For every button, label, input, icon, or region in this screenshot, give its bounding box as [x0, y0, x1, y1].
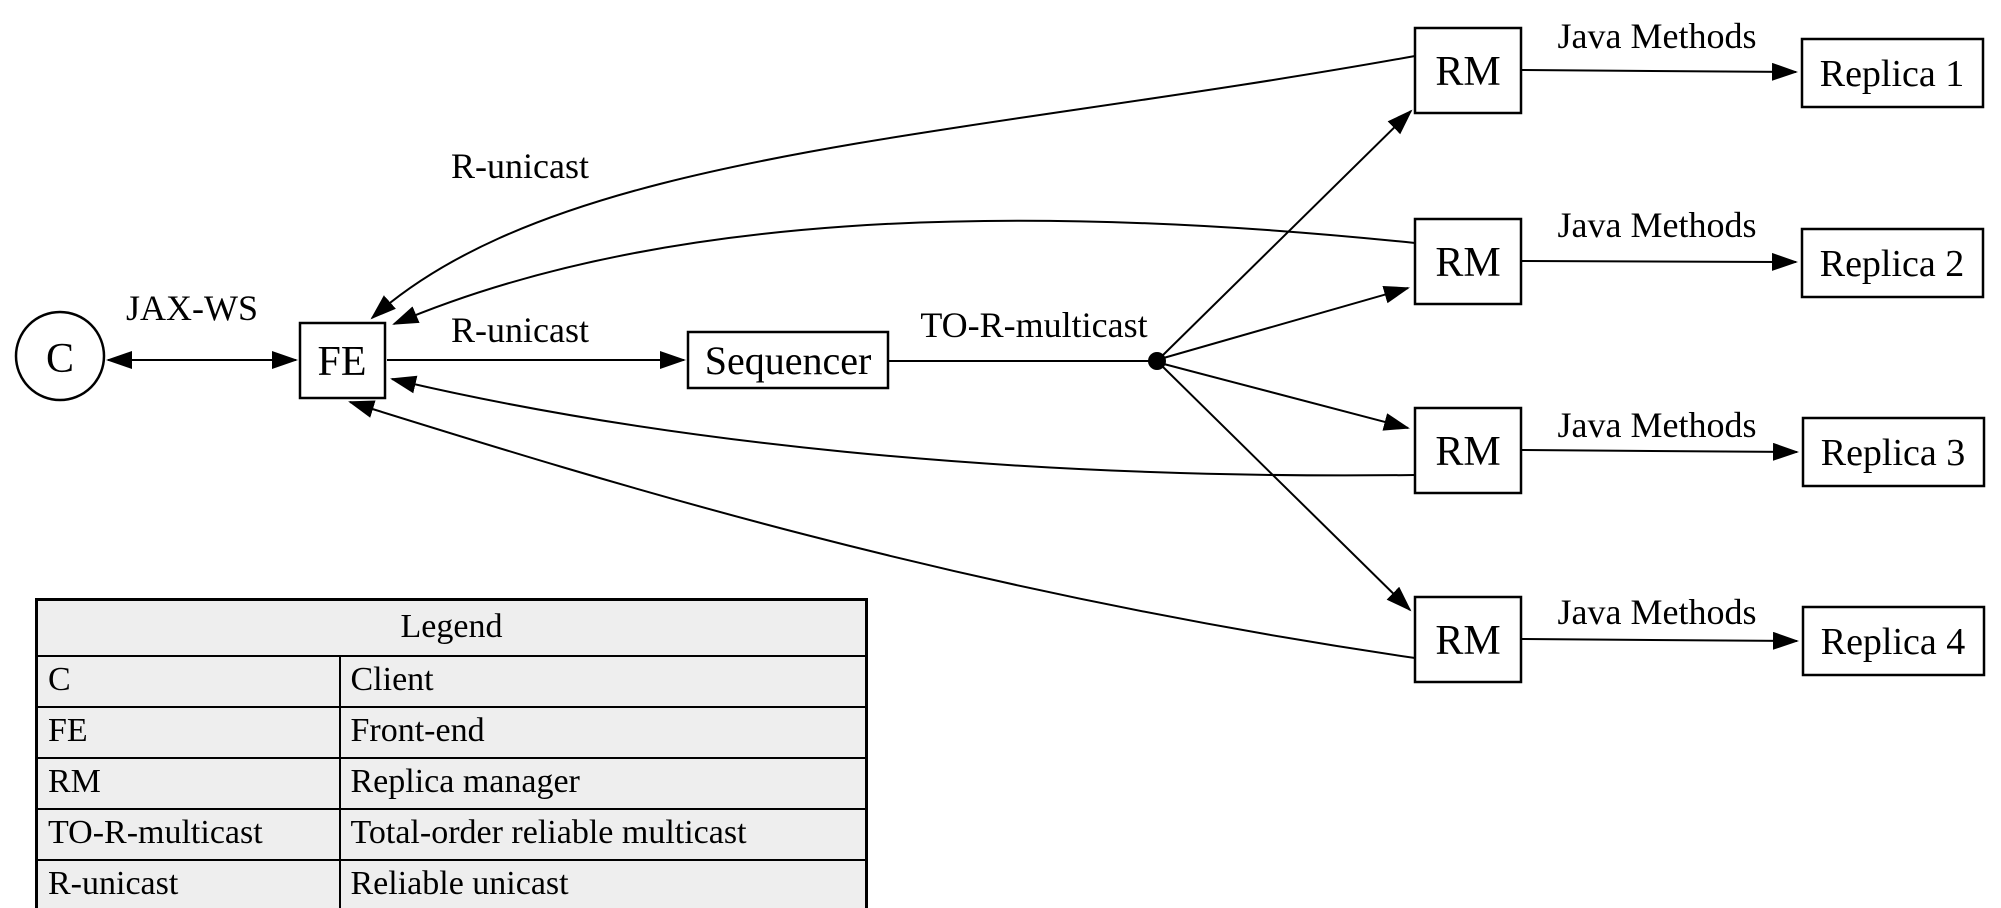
jax-ws-label: JAX-WS	[126, 288, 258, 328]
legend-term: FE	[35, 706, 341, 759]
legend-row-replica-manager: RM Replica manager	[35, 757, 868, 810]
rm3-node	[1413, 406, 1523, 495]
replica1-label: Replica 1	[1820, 53, 1965, 95]
edge-rm3-replica3	[1520, 442, 1799, 461]
legend-term: R-unicast	[35, 859, 341, 908]
r-unicast-fe-seq-label: R-unicast	[451, 310, 589, 350]
replica2-label: Replica 2	[1820, 243, 1965, 285]
rm1-node	[1413, 26, 1523, 115]
legend-term: TO-R-multicast	[35, 808, 341, 861]
client-label: C	[46, 336, 74, 382]
legend-description: Total-order reliable multicast	[338, 808, 868, 861]
legend-term: C	[35, 655, 341, 708]
edge-rm4-replica4	[1520, 631, 1799, 650]
legend-title: Legend	[35, 598, 868, 657]
legend-description: Front-end	[338, 706, 868, 759]
replica4-label: Replica 4	[1821, 621, 1966, 663]
replica2-node	[1800, 227, 1985, 299]
edge-rm1-fe-return	[370, 55, 1416, 320]
java-methods-label-1: Java Methods	[1558, 16, 1757, 56]
legend-row-client: C Client	[35, 655, 868, 708]
java-methods-label-3: Java Methods	[1558, 405, 1757, 445]
legend-table: Legend C Client FE Front-end RM Replica …	[35, 598, 869, 908]
edge-junction-rm1	[1159, 109, 1413, 359]
sequencer-label: Sequencer	[705, 338, 872, 383]
replica3-label: Replica 3	[1821, 432, 1966, 474]
multicast-junction-dot	[1148, 352, 1166, 370]
front-end-label: FE	[317, 339, 366, 385]
legend-term: RM	[35, 757, 341, 810]
legend-description: Reliable unicast	[338, 859, 868, 908]
rm4-node	[1413, 595, 1523, 684]
r-unicast-return-label: R-unicast	[451, 146, 589, 186]
client-node	[14, 310, 106, 402]
java-methods-label-4: Java Methods	[1558, 592, 1757, 632]
to-r-multicast-label: TO-R-multicast	[920, 305, 1147, 345]
rm1-label: RM	[1435, 49, 1500, 95]
legend-row-r-unicast: R-unicast Reliable unicast	[35, 859, 868, 908]
edge-rm1-replica1	[1520, 62, 1798, 81]
legend-description: Replica manager	[338, 757, 868, 810]
edge-rm4-fe-return	[348, 400, 1416, 659]
rm4-label: RM	[1435, 618, 1500, 664]
edge-junction-rm2	[1159, 285, 1410, 360]
legend-description: Client	[338, 655, 868, 708]
legend-row-front-end: FE Front-end	[35, 706, 868, 759]
rm3-label: RM	[1435, 429, 1500, 475]
edge-rm2-fe-return	[392, 219, 1416, 325]
java-methods-label-2: Java Methods	[1558, 205, 1757, 245]
rm2-node	[1413, 217, 1523, 306]
replica4-node	[1801, 605, 1986, 677]
edge-rm3-fe-return	[390, 375, 1416, 477]
edge-junction-rm4	[1159, 363, 1412, 612]
replica3-node	[1801, 416, 1986, 488]
replica1-node	[1800, 37, 1985, 109]
edge-rm2-replica2	[1520, 252, 1798, 271]
legend-header-row: Legend	[35, 598, 868, 657]
front-end-node	[298, 321, 387, 400]
legend-row-to-r-multicast: TO-R-multicast Total-order reliable mult…	[35, 808, 868, 861]
sequencer-node	[686, 330, 890, 390]
rm2-label: RM	[1435, 240, 1500, 286]
edge-junction-rm3	[1159, 362, 1410, 431]
